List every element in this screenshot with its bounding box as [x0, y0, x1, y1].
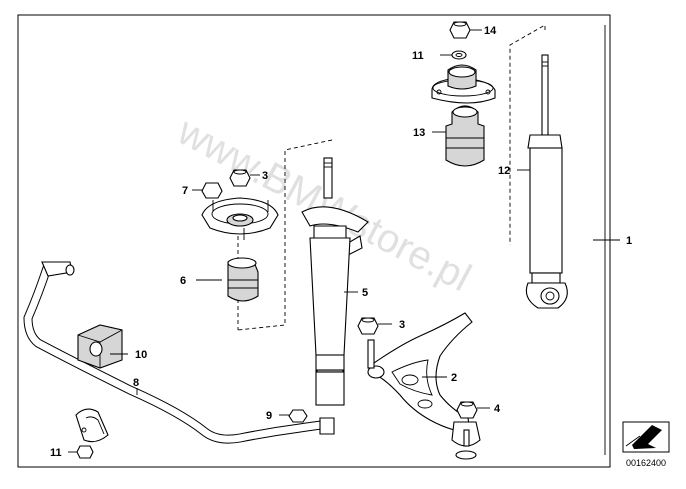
- part-7-nut: [192, 182, 223, 199]
- callout-9: 9: [266, 410, 272, 422]
- callout-11-bottom: 11: [50, 447, 62, 459]
- part-4-nut: [456, 401, 490, 419]
- part-5-front-strut: [301, 157, 369, 406]
- part-2-control-arm: [367, 312, 481, 460]
- front-strut-top-mount: [201, 197, 279, 240]
- callout-12: 12: [498, 165, 510, 177]
- part-9-nut: [279, 409, 308, 423]
- callout-8: 8: [133, 377, 139, 389]
- rear-top-mount: [431, 64, 496, 104]
- orientation-arrow-icon: [622, 421, 670, 453]
- callout-2: 2: [451, 372, 457, 384]
- part-6-bump-stop: [196, 257, 259, 302]
- part-8-stabilizer-bar: [23, 261, 335, 444]
- callout-3-strut: 3: [262, 170, 268, 182]
- part-11-washer-bottom: [68, 445, 94, 459]
- callout-6: 6: [180, 275, 186, 287]
- callout-3-arm: 3: [399, 319, 405, 331]
- callout-1: 1: [626, 235, 632, 247]
- callout-14: 14: [484, 25, 497, 37]
- callout-10: 10: [135, 349, 147, 361]
- part-14-nut: [449, 21, 482, 39]
- callout-7: 7: [182, 185, 188, 197]
- rear-shock-group-bracket: [509, 24, 620, 455]
- part-13-bump-stop: [432, 105, 485, 167]
- part-11-washer-top: [440, 50, 467, 60]
- stabilizer-bracket: [75, 408, 109, 443]
- part-10-rubber-mount: [77, 324, 128, 369]
- callout-4: 4: [494, 403, 501, 415]
- callout-11-top: 11: [412, 50, 424, 62]
- part-3-nut-control-arm: [357, 317, 392, 335]
- diagram-frame: [17, 14, 611, 468]
- part-12-rear-shock: [517, 54, 568, 309]
- callout-5: 5: [362, 287, 368, 299]
- part-3-nut-strut: [229, 169, 260, 187]
- callout-13: 13: [413, 127, 425, 139]
- document-number: 00162400: [626, 458, 666, 468]
